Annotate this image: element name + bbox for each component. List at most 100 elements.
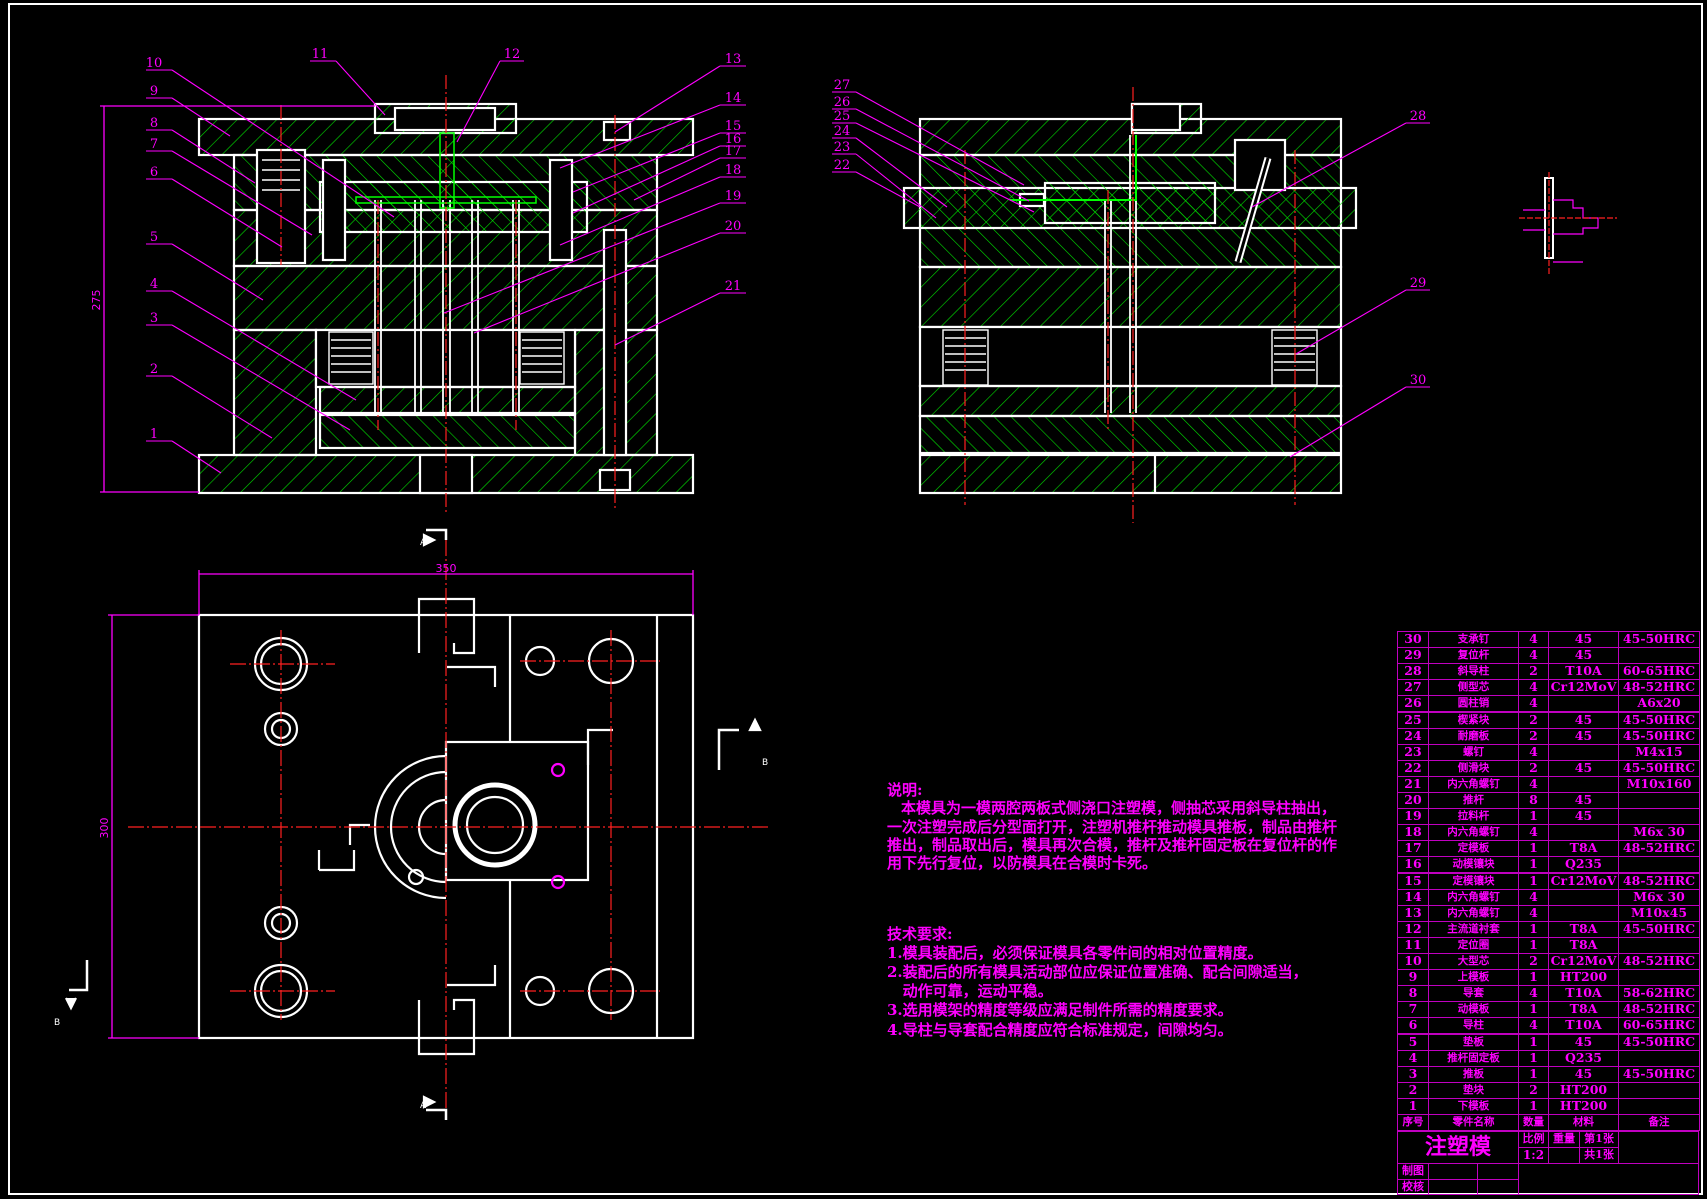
weight-value	[1548, 1147, 1580, 1164]
drawn-by-date	[1477, 1163, 1519, 1180]
callout-leader-line	[443, 202, 746, 314]
title-block-company	[1518, 1163, 1699, 1195]
bom-cell-header-remark: 备注	[1618, 1114, 1700, 1132]
bom-cell-no: 25	[1397, 711, 1429, 729]
bom-cell-no: 3	[1397, 1065, 1429, 1083]
checked-by-date	[1477, 1179, 1519, 1195]
bom-cell-no: 28	[1397, 663, 1429, 681]
title-block-blank	[1618, 1131, 1699, 1164]
dimension-plan-height: 300	[98, 818, 111, 839]
notes-line: 用下先行复位，以防模具在合模时卡死。	[887, 854, 1158, 872]
bom-cell-remark: 48-52HRC	[1618, 840, 1700, 858]
callout-number: 25	[834, 109, 851, 124]
callout-leader-line	[1251, 122, 1430, 208]
callout-number: 6	[150, 165, 158, 180]
callout-number: 1	[150, 427, 158, 442]
bom-cell-no: 22	[1397, 759, 1429, 777]
bom-cell-no: 13	[1397, 904, 1429, 922]
bom-cell-qty: 2	[1518, 953, 1549, 971]
bom-cell-no: 14	[1397, 888, 1429, 906]
drawing-title: 注塑模	[1397, 1131, 1519, 1164]
ejector-pins	[374, 200, 520, 413]
callout-leader-line	[832, 153, 937, 219]
locating-ring-bore	[393, 106, 497, 132]
bom-cell-material: T8A	[1548, 936, 1619, 954]
bom-cell-name: 楔紧块	[1428, 711, 1519, 729]
tech-item: 动作可靠，运动平稳。	[887, 982, 1053, 1000]
sheet-border	[8, 3, 1703, 1195]
callout-leader-line	[310, 60, 386, 116]
bom-cell-material: HT200	[1548, 1081, 1619, 1099]
bom-cell-no: 12	[1397, 920, 1429, 938]
bom-cell-no: 4	[1397, 1049, 1429, 1067]
callout-leader-line	[456, 60, 524, 143]
bom-cell-remark	[1618, 792, 1700, 810]
section-mark-b-left: B	[54, 1018, 60, 1028]
bom-cell-qty: 4	[1518, 743, 1549, 761]
callout-leader-line	[572, 132, 746, 193]
callout-leader-line	[146, 290, 357, 401]
notes-title: 说明:	[887, 781, 923, 799]
front-section-view	[197, 75, 695, 515]
notes-line: 推出，制品取出后，模具再次合模，推杆及推杆固定板在复位杆的作	[887, 836, 1338, 854]
bom-cell-remark: 45-50HRC	[1618, 1065, 1700, 1083]
bom-cell-material: HT200	[1548, 1097, 1619, 1115]
bom-cell-qty: 2	[1518, 727, 1549, 745]
weight-label: 重量	[1548, 1131, 1580, 1148]
checked-by-value	[1428, 1179, 1478, 1195]
tech-item: 4.导柱与导套配合精度应符合标准规定，间隙均匀。	[887, 1021, 1233, 1039]
bom-cell-no: 24	[1397, 727, 1429, 745]
bom-cell-name: 定模板	[1428, 840, 1519, 858]
notes-line: 本模具为一模两腔两板式侧浇口注塑模，侧抽芯采用斜导柱抽出，	[901, 799, 1337, 817]
bom-cell-material: 45	[1548, 1033, 1619, 1051]
bom-cell-name: 下模板	[1428, 1097, 1519, 1115]
bom-cell-material: Q235	[1548, 856, 1619, 874]
bom-cell-no: 19	[1397, 808, 1429, 826]
callout-number: 29	[1410, 276, 1427, 291]
bom-cell-name: 内六角螺钉	[1428, 775, 1519, 793]
callout-leader-line	[614, 65, 746, 133]
bom-cell-material: T10A	[1548, 985, 1619, 1003]
bom-cell-material	[1548, 904, 1619, 922]
core-circle	[452, 782, 538, 868]
section-mark-a-bottom: A	[420, 1101, 427, 1111]
bom-cell-no: 10	[1397, 953, 1429, 971]
bom-cell-remark: 48-52HRC	[1618, 679, 1700, 697]
callout-leader-line	[1289, 386, 1430, 458]
callout-number: 12	[504, 47, 521, 62]
callout-number: 10	[146, 56, 163, 71]
bom-cell-qty: 4	[1518, 824, 1549, 842]
bom-cell-name: 推杆固定板	[1428, 1049, 1519, 1067]
bom-cell-qty: 1	[1518, 1065, 1549, 1083]
bom-cell-qty: 4	[1518, 1017, 1549, 1035]
bom-cell-remark: 45-50HRC	[1618, 631, 1700, 649]
bom-cell-qty: 1	[1518, 1001, 1549, 1019]
bom-cell-remark: 48-52HRC	[1618, 1001, 1700, 1019]
bom-cell-name: 支承钉	[1428, 631, 1519, 649]
bom-cell-name: 动模板	[1428, 1001, 1519, 1019]
bom-cell-no: 7	[1397, 1001, 1429, 1019]
bom-cell-material: T10A	[1548, 663, 1619, 681]
callout-number: 22	[834, 158, 851, 173]
callout-number: 13	[725, 52, 742, 67]
bom-cell-remark: 45-50HRC	[1618, 711, 1700, 729]
plan-view	[65, 528, 768, 1120]
bom-cell-remark: 45-50HRC	[1618, 727, 1700, 745]
bom-cell-no: 17	[1397, 840, 1429, 858]
bom-cell-name: 拉料杆	[1428, 808, 1519, 826]
tech-title: 技术要求:	[887, 925, 953, 943]
callout-number: 28	[1410, 109, 1427, 124]
bom-cell-remark: M6x 30	[1618, 888, 1700, 906]
bom-cell-material: 45	[1548, 759, 1619, 777]
bom-cell-material: Cr12MoV	[1548, 953, 1619, 971]
callout-leader-line	[832, 91, 1025, 186]
bom-cell-material: 45	[1548, 711, 1619, 729]
callout-number: 14	[725, 91, 742, 106]
bom-cell-material	[1548, 888, 1619, 906]
bom-cell-material: 45	[1548, 1065, 1619, 1083]
bom-cell-remark	[1618, 1081, 1700, 1099]
bom-cell-name: 垫块	[1428, 1081, 1519, 1099]
total-sheets: 共1张	[1579, 1147, 1619, 1164]
bom-cell-qty: 2	[1518, 663, 1549, 681]
